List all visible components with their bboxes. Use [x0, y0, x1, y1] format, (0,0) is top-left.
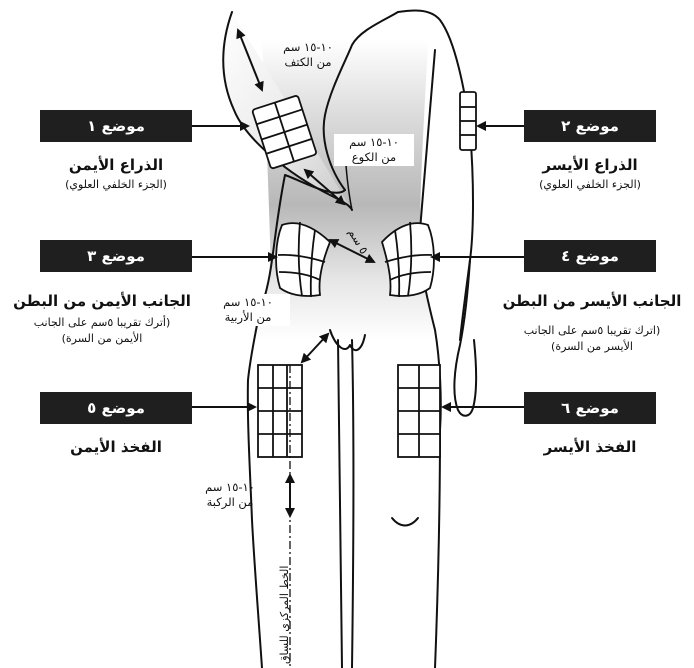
site-1-title: الذراع الأيمن	[40, 156, 192, 174]
groin-distance-ref: من الأربية	[210, 310, 286, 325]
elbow-distance-ref: من الكوع	[338, 150, 410, 165]
site-1-label: موضع ١	[40, 110, 192, 142]
site-3-title: الجانب الأيمن من البطن	[4, 292, 200, 310]
shoulder-distance-note: ١٠-١٥ سم من الكتف	[268, 40, 348, 70]
site-2-subtitle: (الجزء الخلفي العلوي)	[520, 178, 660, 191]
grid-site-6	[398, 365, 440, 457]
site-5-title: الفخذ الأيمن	[40, 438, 192, 456]
groin-distance-value: ١٠-١٥ سم	[210, 295, 286, 310]
knee-distance-note: ١٠-١٥ سم من الركبة	[190, 480, 270, 510]
site-3-subtitle-line2: الأيمن من السرة)	[4, 332, 200, 345]
site-3-subtitle-line1: (أترك تقريبا ٥سم على الجانب	[4, 316, 200, 329]
shoulder-distance-ref: من الكتف	[268, 55, 348, 70]
site-2-title: الذراع الأيسر	[520, 156, 660, 174]
site-5-label: موضع ٥	[40, 392, 192, 424]
site-4-subtitle-line2: الأيسر من السرة)	[494, 340, 690, 353]
site-2-label: موضع ٢	[524, 110, 656, 142]
elbow-distance-note: ١٠-١٥ سم من الكوع	[334, 134, 414, 166]
site-4-title: الجانب الأيسر من البطن	[494, 292, 690, 310]
site-4-label: موضع ٤	[524, 240, 656, 272]
site-1-subtitle: (الجزء الخلفي العلوي)	[40, 178, 192, 191]
groin-distance-note: ١٠-١٥ سم من الأربية	[206, 294, 290, 326]
shoulder-distance-value: ١٠-١٥ سم	[268, 40, 348, 55]
site-6-label: موضع ٦	[524, 392, 656, 424]
grid-site-5	[258, 365, 302, 457]
grid-site-2	[460, 92, 476, 150]
site-6-title: الفخذ الأيسر	[520, 438, 660, 456]
site-4-subtitle-line1: (اترك تقريبا ٥سم على الجانب	[494, 324, 690, 337]
knee-distance-value: ١٠-١٥ سم	[190, 480, 270, 495]
site-3-label: موضع ٣	[40, 240, 192, 272]
elbow-distance-value: ١٠-١٥ سم	[338, 135, 410, 150]
knee-distance-ref: من الركبة	[190, 495, 270, 510]
leg-centerline-label: الخط المركزي للساق	[278, 566, 291, 664]
